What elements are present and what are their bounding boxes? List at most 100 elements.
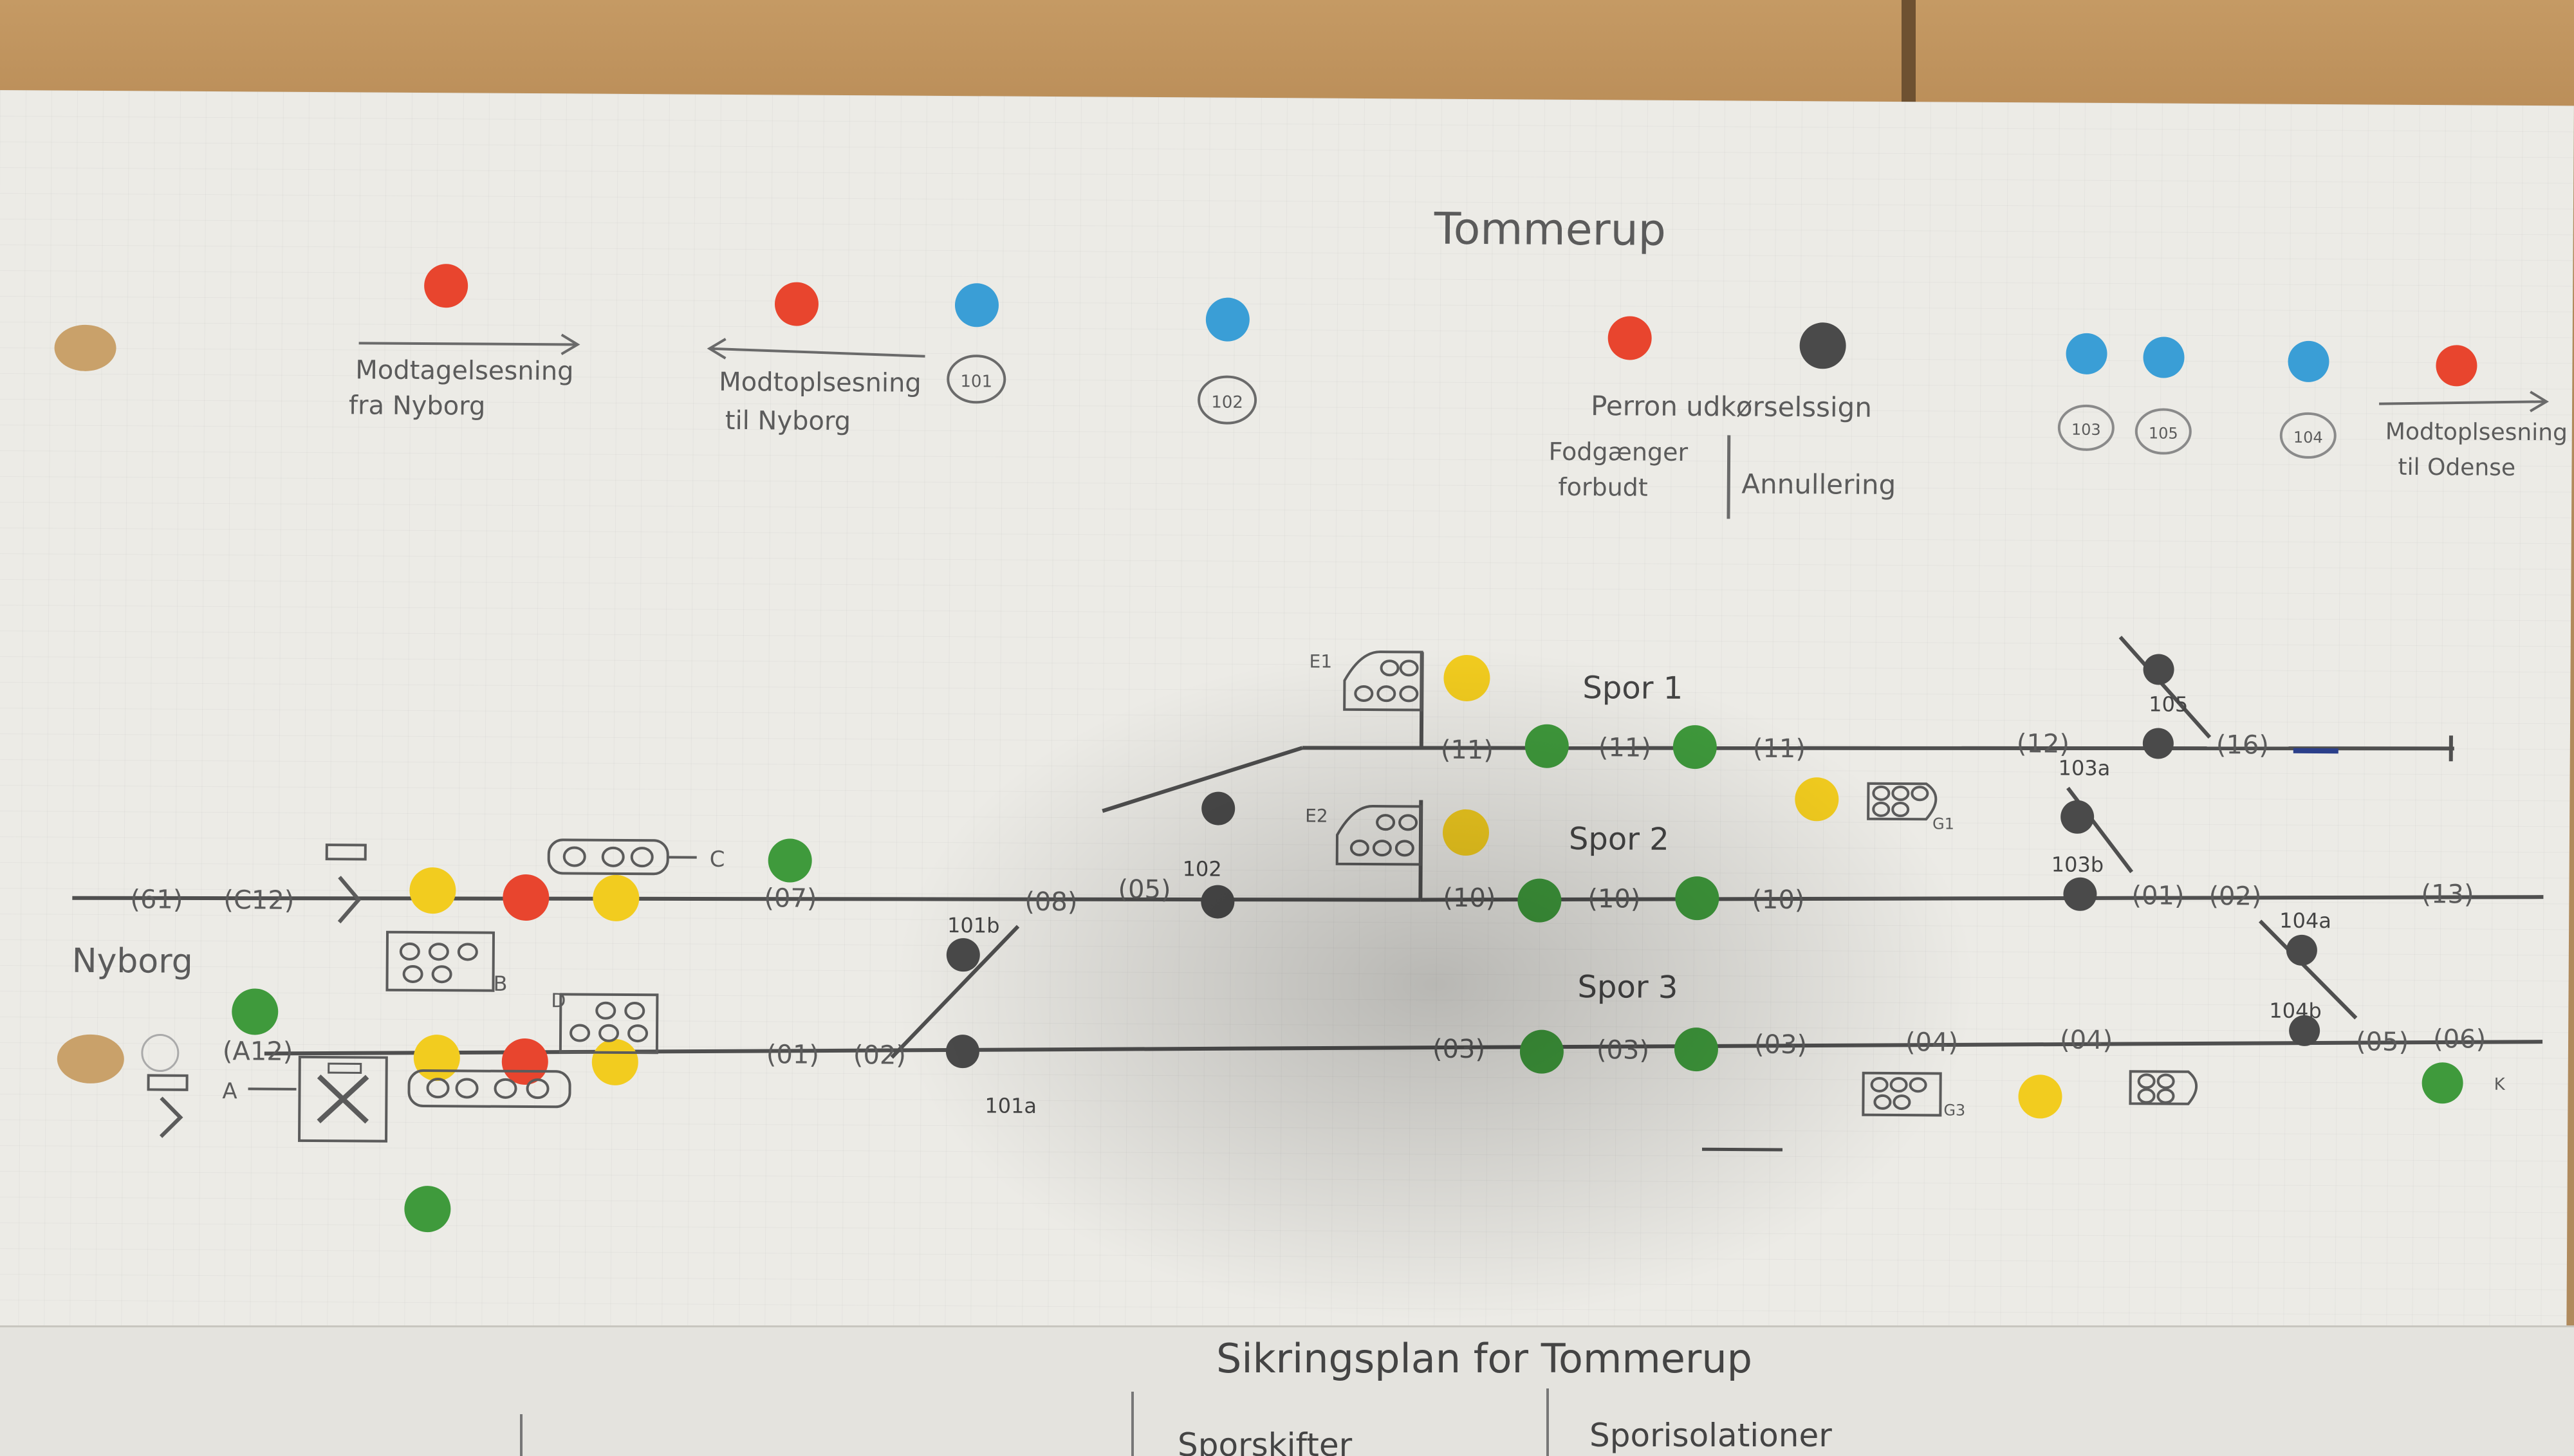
lamp-box-right-lamps bbox=[2138, 1074, 2173, 1102]
section-02: (02) bbox=[853, 1040, 906, 1071]
section-12: (12) bbox=[2017, 729, 2069, 759]
section-10-c: (10) bbox=[1752, 885, 1804, 916]
footer-col-sporisolationer: Sporisolationer bbox=[1589, 1417, 1832, 1454]
switch-104b-button[interactable] bbox=[2289, 1015, 2320, 1046]
red-button[interactable] bbox=[2436, 345, 2477, 386]
switch-buttons[interactable] bbox=[946, 647, 2322, 1076]
switch-105-a-button[interactable] bbox=[2143, 654, 2174, 685]
tag-label: 104 bbox=[2293, 429, 2323, 447]
switch-crossover-button[interactable] bbox=[1201, 791, 1235, 825]
lower-sheet: Sikringsplan for Tommerup Sporskifter Sp… bbox=[0, 1325, 2574, 1456]
dark-button[interactable] bbox=[1799, 322, 1846, 369]
legend-label-line2: til Nyborg bbox=[725, 406, 851, 436]
spor2-signal-a-button[interactable] bbox=[1517, 878, 1561, 922]
section-c12: (C12) bbox=[223, 885, 294, 916]
blue-button[interactable] bbox=[2066, 333, 2107, 374]
section-02-right: (02) bbox=[2208, 881, 2261, 912]
empty-button-slot bbox=[142, 1035, 178, 1071]
spor1-signal-b-button[interactable] bbox=[1673, 725, 1717, 769]
switch-label-103a: 103a bbox=[2059, 756, 2111, 780]
track-label-spor1: Spor 1 bbox=[1582, 670, 1683, 706]
diagram-sheet: Tommerup Modtagelsesning fra Nyborg Modt… bbox=[0, 90, 2574, 1354]
section-61: (61) bbox=[130, 885, 183, 915]
signal-a-red-button[interactable] bbox=[502, 1038, 548, 1085]
blue-button[interactable] bbox=[1206, 297, 1250, 341]
red-button[interactable] bbox=[1607, 316, 1651, 360]
signal-letter-a: A bbox=[222, 1078, 237, 1104]
section-11-b: (11) bbox=[1598, 733, 1651, 763]
diagram-title: Tommerup bbox=[1433, 204, 1666, 256]
switch-102-button[interactable] bbox=[1201, 885, 1234, 918]
blue-button[interactable] bbox=[955, 283, 999, 327]
signal-g3-yellow-button[interactable] bbox=[2018, 1074, 2062, 1118]
switch-label-101a: 101a bbox=[985, 1093, 1037, 1118]
spor1-signal-a-button[interactable] bbox=[1525, 724, 1569, 768]
lamp-box-e2-lamps bbox=[1351, 815, 1416, 856]
legend-button-102[interactable]: 102 bbox=[1199, 297, 1256, 423]
signal-letter-g3: G3 bbox=[1943, 1101, 1965, 1119]
level-crossing bbox=[299, 1057, 387, 1141]
switch-103b-button[interactable] bbox=[2063, 878, 2097, 911]
section-05-right: (05) bbox=[2356, 1027, 2409, 1057]
signal-nyborg-green-button[interactable] bbox=[232, 988, 278, 1035]
switch-label-104a: 104a bbox=[2279, 908, 2331, 933]
lamp-box-c bbox=[549, 840, 668, 874]
spor3-signal-b-button[interactable] bbox=[1674, 1027, 1718, 1071]
track-label-spor2: Spor 2 bbox=[1569, 821, 1669, 858]
legend-label-line2: fra Nyborg bbox=[349, 391, 486, 421]
section-03-b: (03) bbox=[1597, 1035, 1649, 1065]
lamp-box-e1-lamps bbox=[1355, 661, 1417, 701]
blue-button[interactable] bbox=[2288, 341, 2329, 382]
switch-105-b-button[interactable] bbox=[2143, 728, 2174, 759]
signal-k-green-button[interactable] bbox=[2421, 1062, 2463, 1103]
section-16: (16) bbox=[2216, 730, 2269, 760]
section-08: (08) bbox=[1024, 887, 1077, 917]
spor3-signal-a-button[interactable] bbox=[1520, 1029, 1564, 1073]
direction-chevron-icon bbox=[161, 1098, 180, 1137]
signal-e2-yellow-button[interactable] bbox=[1443, 809, 1489, 856]
legend-departure-to-nyborg[interactable]: Modtoplsesning til Nyborg bbox=[709, 282, 925, 437]
pushpin-bottom bbox=[57, 1035, 124, 1084]
legend-label-line2: til Odense bbox=[2398, 454, 2515, 481]
pedestrian-label-line2: forbudt bbox=[1558, 473, 1648, 502]
legend-button-105[interactable]: 105 bbox=[2136, 336, 2191, 454]
section-03-a: (03) bbox=[1432, 1035, 1485, 1065]
legend-perron-buttons[interactable]: Perron udkørselssign Fodgænger forbudt A… bbox=[1548, 316, 1897, 520]
switch-103a-button[interactable] bbox=[2060, 800, 2094, 834]
level-crossing-green-button[interactable] bbox=[404, 1186, 450, 1232]
track-label-spor3: Spor 3 bbox=[1577, 969, 1678, 1006]
section-04-b: (04) bbox=[2060, 1026, 2113, 1056]
footer-title: Sikringsplan for Tommerup bbox=[1216, 1335, 1752, 1382]
signal-c-yellow-button[interactable] bbox=[409, 867, 456, 914]
red-button[interactable] bbox=[424, 264, 468, 308]
legend-button-103[interactable]: 103 bbox=[2059, 333, 2114, 450]
signal-07-green-button[interactable] bbox=[768, 838, 812, 882]
legend-button-104[interactable]: 104 bbox=[2281, 341, 2336, 458]
switch-101b-button[interactable] bbox=[947, 938, 980, 972]
blue-button[interactable] bbox=[2143, 336, 2184, 378]
switch-104a-button[interactable] bbox=[2286, 935, 2317, 966]
section-11-c: (11) bbox=[1753, 734, 1806, 764]
lamp-box-g1-lamps bbox=[1873, 787, 1927, 816]
lamp-box-g3-lamps bbox=[1871, 1078, 1925, 1109]
legend-arrival-from-nyborg[interactable]: Modtagelsesning fra Nyborg bbox=[349, 263, 578, 421]
red-button[interactable] bbox=[775, 282, 819, 326]
section-06-right: (06) bbox=[2433, 1024, 2486, 1055]
signal-e1-yellow-button[interactable] bbox=[1443, 655, 1490, 701]
signal-letter-e1: E1 bbox=[1310, 650, 1333, 672]
section-03-c: (03) bbox=[1754, 1030, 1807, 1060]
section-10-a: (10) bbox=[1443, 883, 1495, 914]
signal-c-yellow-2-button[interactable] bbox=[593, 875, 639, 921]
crossover-105 bbox=[2120, 637, 2210, 737]
signal-a-yellow-button[interactable] bbox=[414, 1035, 460, 1081]
legend-button-101[interactable]: 101 bbox=[948, 283, 1005, 403]
legend-label-line1: Modtagelsesning bbox=[355, 355, 573, 386]
signal-c-red-button[interactable] bbox=[503, 874, 549, 921]
switch-101a-button[interactable] bbox=[946, 1035, 979, 1068]
signal-g1-yellow-button[interactable] bbox=[1795, 777, 1838, 821]
spor2-signal-b-button[interactable] bbox=[1675, 876, 1719, 920]
section-13: (13) bbox=[2421, 880, 2474, 910]
switch-label-103b: 103b bbox=[2051, 852, 2104, 876]
signal-a-yellow-2-button[interactable] bbox=[592, 1039, 638, 1085]
legend-departure-to-odense[interactable]: Modtoplsesning til Odense bbox=[2378, 345, 2568, 482]
